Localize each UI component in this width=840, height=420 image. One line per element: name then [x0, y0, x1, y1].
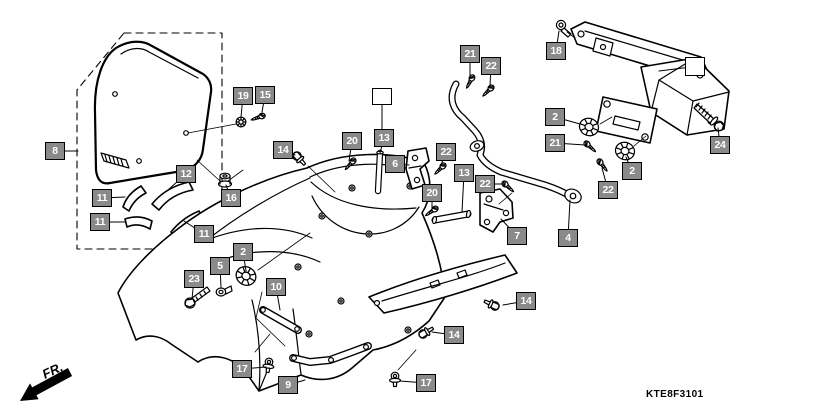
part-callout-17[interactable]: 17	[232, 360, 252, 378]
windscreen-group-box	[76, 32, 223, 250]
grommets-2	[576, 115, 647, 163]
windscreen-screws	[187, 111, 267, 134]
part-callout-24[interactable]: 24	[710, 136, 730, 154]
part-callout-14[interactable]: 14	[273, 141, 293, 159]
part-callout-20[interactable]: 20	[422, 184, 442, 202]
part-callout-2[interactable]: 2	[233, 243, 253, 261]
part-callout-11[interactable]: 11	[90, 213, 110, 231]
part-callout-8[interactable]: 8	[45, 142, 65, 160]
stay-4	[448, 80, 582, 204]
bolt-24	[693, 102, 725, 132]
part-callout-2[interactable]: 2	[622, 162, 642, 180]
small-screws	[342, 73, 610, 219]
part-callout-17[interactable]: 17	[416, 374, 436, 392]
part-callout-13[interactable]: 13	[454, 164, 474, 182]
empty-callout-2[interactable]	[685, 57, 705, 76]
side-trim-part	[368, 254, 518, 314]
part-callout-2[interactable]: 2	[545, 108, 565, 126]
part-callout-7[interactable]: 7	[507, 227, 527, 245]
windscreen-part	[93, 40, 213, 185]
part-callout-22[interactable]: 22	[475, 175, 495, 193]
diagram-code: KTE8F3101	[646, 389, 704, 400]
bracket-7	[479, 188, 514, 233]
flange-bolts-14	[290, 149, 502, 341]
part-callout-11[interactable]: 11	[92, 189, 112, 207]
front-direction-arrow	[20, 368, 73, 401]
part-callout-19[interactable]: 19	[233, 87, 253, 105]
part-callout-11[interactable]: 11	[194, 225, 214, 243]
part-callout-16[interactable]: 16	[221, 189, 241, 207]
empty-callout-1[interactable]	[372, 88, 392, 105]
part-callout-14[interactable]: 14	[516, 292, 536, 310]
part-callout-18[interactable]: 18	[546, 42, 566, 60]
part-callout-13[interactable]: 13	[374, 129, 394, 147]
part-callout-9[interactable]: 9	[278, 376, 298, 394]
mount-grommet-set	[184, 232, 311, 309]
part-callout-14[interactable]: 14	[444, 326, 464, 344]
part-callout-22[interactable]: 22	[436, 143, 456, 161]
part-callout-22[interactable]: 22	[598, 181, 618, 199]
part-callout-21[interactable]: 21	[545, 134, 565, 152]
stay-bracket-10	[255, 291, 302, 347]
part-callout-5[interactable]: 5	[210, 257, 230, 275]
part-callout-4[interactable]: 4	[558, 229, 578, 247]
part-callout-12[interactable]: 12	[176, 165, 196, 183]
part-callout-21[interactable]: 21	[460, 45, 480, 63]
part-callout-22[interactable]: 22	[481, 57, 501, 75]
pipes-13	[374, 149, 472, 225]
part-callout-20[interactable]: 20	[342, 132, 362, 150]
part-callout-23[interactable]: 23	[184, 270, 204, 288]
lower-stay-9	[254, 333, 417, 371]
grommet-16	[196, 159, 244, 188]
part-callout-10[interactable]: 10	[266, 278, 286, 296]
bracket-6	[405, 147, 430, 190]
front-cowl-part	[117, 153, 446, 392]
flange-bolt-18	[555, 19, 576, 39]
part-callout-6[interactable]: 6	[385, 155, 405, 173]
part-callout-15[interactable]: 15	[255, 86, 275, 104]
